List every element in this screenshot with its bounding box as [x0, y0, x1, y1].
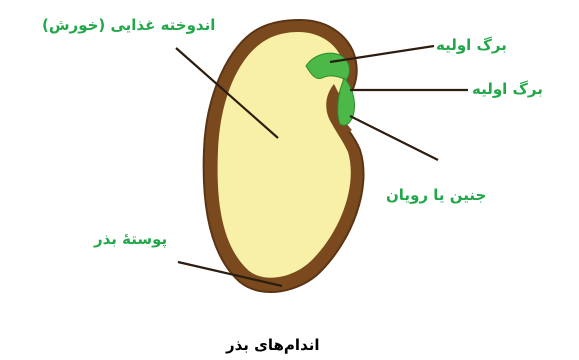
label-embryo: جنین یا رویان	[386, 186, 486, 204]
label-seed-coat: پوستهٔ بذر	[94, 230, 167, 248]
label-leaf-2: برگ اولیه	[472, 80, 543, 98]
label-food-store: اندوخته غذایی (خورش)	[42, 16, 215, 34]
figure-caption: اندام‌های بذر	[226, 336, 320, 354]
label-leaf-1: برگ اولیه	[436, 36, 507, 54]
leader-line-embryo	[350, 116, 438, 160]
